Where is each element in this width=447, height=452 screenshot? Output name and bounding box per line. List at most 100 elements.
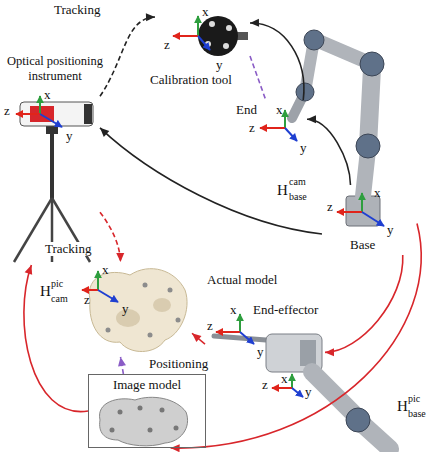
- marker-dot: [176, 318, 181, 323]
- arrowhead: [307, 115, 316, 123]
- arrowhead: [100, 128, 109, 137]
- connector: [24, 265, 88, 412]
- node-label: End-effector: [253, 302, 318, 317]
- bone-hole: [153, 298, 171, 312]
- arrowhead: [118, 357, 126, 367]
- axis-label: y: [66, 129, 73, 142]
- marker-dot: [138, 406, 143, 411]
- bone-model: [89, 269, 187, 352]
- x-axis: [39, 96, 41, 114]
- axis-label: z: [207, 319, 213, 332]
- axis-label: y: [216, 58, 223, 71]
- tripod-head: [46, 126, 58, 134]
- node-box: Actual model: [82, 262, 192, 357]
- node-box: Base: [322, 185, 417, 255]
- index-label: pic: [408, 393, 420, 404]
- z-axis: [216, 331, 240, 333]
- marker-dot: [168, 288, 173, 293]
- axis-label: y: [300, 141, 307, 154]
- connector: [171, 224, 422, 452]
- marker-dot: [174, 426, 179, 431]
- arrowhead: [116, 253, 124, 262]
- node-label: End: [236, 102, 257, 117]
- marker-ball: [209, 21, 215, 27]
- x-axis: [239, 314, 241, 332]
- axis-label: y: [387, 223, 394, 236]
- camera-lens: [84, 104, 92, 124]
- axis-label: z: [249, 121, 255, 134]
- edge-label: Tracking: [44, 242, 92, 256]
- calibration-disc: [198, 16, 238, 56]
- y-axis: [362, 212, 384, 226]
- x-axis: [197, 16, 199, 36]
- edge-label: Positioning: [148, 357, 209, 371]
- axis-label: x: [230, 303, 237, 316]
- z-axis: [337, 211, 362, 213]
- axis-label: z: [327, 200, 333, 213]
- connector-line: [171, 224, 422, 449]
- index-label: pic: [51, 278, 63, 289]
- marker-dot: [118, 410, 123, 415]
- robot-link: [312, 372, 355, 415]
- connector: [325, 255, 403, 356]
- axis-label: x: [102, 263, 109, 276]
- marker-dot: [148, 428, 153, 433]
- effector-stripe: [300, 340, 316, 366]
- robot-joint: [360, 52, 384, 76]
- marker-dot: [106, 328, 111, 333]
- connector-line: [100, 128, 322, 234]
- index-label: base: [408, 408, 426, 419]
- axis-label: z: [164, 38, 170, 51]
- arrowhead: [325, 348, 334, 356]
- edge-label: H: [40, 283, 51, 299]
- y-axis: [292, 388, 303, 397]
- connector-line: [100, 17, 155, 96]
- marker-dot: [110, 428, 115, 433]
- marker-dot: [143, 283, 148, 288]
- connector-line: [192, 333, 205, 344]
- marker-ball: [226, 25, 232, 31]
- node-box: Image model: [88, 374, 206, 448]
- connector-line: [307, 119, 351, 185]
- x-axis: [361, 193, 363, 212]
- edge-label: H: [277, 182, 288, 198]
- arrowhead: [171, 444, 180, 452]
- y-axis: [285, 128, 297, 141]
- index-label: cam: [289, 176, 306, 187]
- connector: [250, 19, 304, 100]
- tripod-column: [50, 134, 54, 200]
- node-label: Calibration tool: [150, 72, 232, 87]
- node-box: End: [232, 100, 307, 155]
- index-label: base: [289, 191, 307, 202]
- axis-label: z: [4, 104, 10, 117]
- axis-label: y: [122, 302, 129, 315]
- robot-joint: [346, 408, 370, 432]
- axis-label: x: [276, 103, 283, 116]
- marker-dot: [148, 333, 153, 338]
- connector: [118, 357, 126, 374]
- node-box: Optical positioning instrument: [2, 54, 100, 265]
- x-axis: [97, 271, 99, 290]
- marker-dot: [160, 408, 165, 413]
- axis-label: z: [262, 378, 268, 391]
- arrowhead: [250, 19, 259, 27]
- z-axis: [260, 127, 285, 129]
- bone-image: [100, 397, 188, 446]
- tool-shaft: [214, 336, 266, 340]
- connector-line: [325, 255, 403, 352]
- connector: [100, 128, 322, 234]
- z-axis: [82, 289, 98, 291]
- robot-joint: [304, 30, 324, 50]
- node-label: Base: [350, 237, 375, 252]
- node-label: Image model: [89, 377, 205, 392]
- z-axis: [16, 113, 40, 115]
- axis-label: x: [374, 186, 381, 199]
- connector: [307, 115, 351, 185]
- axis-label: x: [44, 88, 51, 101]
- axis-label: z: [84, 293, 90, 306]
- index-label: cam: [51, 293, 68, 304]
- connector-line: [250, 23, 304, 100]
- z-axis: [173, 35, 198, 37]
- node-label: Actual model: [207, 272, 277, 287]
- connector: [250, 56, 266, 100]
